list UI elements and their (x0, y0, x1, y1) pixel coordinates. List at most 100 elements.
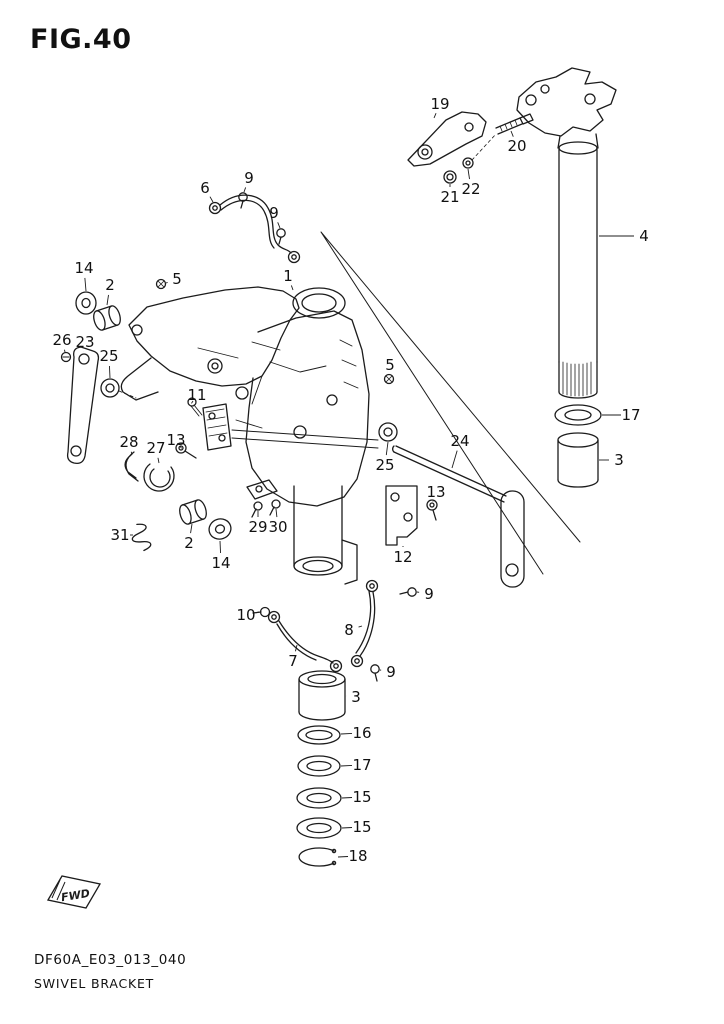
part-callout-30: 30 (268, 518, 287, 536)
leader-line (130, 451, 133, 456)
leader-line (106, 294, 109, 306)
projection-lines (320, 231, 581, 575)
part-callout-21: 21 (440, 188, 459, 206)
part-callout-4: 4 (639, 227, 649, 245)
leader-line (358, 625, 363, 628)
leader-line (275, 508, 278, 518)
part-callout-9: 9 (386, 663, 396, 681)
part-callout-7: 7 (288, 652, 298, 670)
part-callout-10: 10 (236, 606, 255, 624)
leader-line (209, 196, 214, 203)
bushing-25-left (100, 378, 137, 399)
snap-ring-18 (298, 847, 337, 867)
part-callout-17: 17 (621, 406, 640, 424)
spring-31 (131, 523, 152, 552)
leader-line (243, 187, 247, 193)
washer-14-lower (208, 518, 232, 540)
figure-caption: SWIVEL BRACKET (34, 976, 155, 991)
leader-line (109, 365, 111, 379)
ground-wire-6 (208, 192, 301, 264)
part-callout-29: 29 (248, 518, 267, 536)
strap-23 (66, 346, 100, 464)
leader-line (255, 611, 260, 614)
part-callout-16: 16 (352, 724, 371, 742)
tilt-rod-24 (392, 445, 525, 588)
figure-title: FIG.40 (30, 24, 132, 55)
leader-line (341, 797, 353, 799)
bolt-5-right (383, 373, 395, 385)
leader-line (219, 540, 221, 554)
part-callout-15: 15 (352, 788, 371, 806)
doc-code: DF60A_E03_013_040 (34, 952, 187, 968)
washer-14-upper (75, 291, 97, 315)
leader-line (290, 285, 294, 291)
bushing-3-upper (557, 432, 599, 488)
part-callout-5: 5 (172, 270, 182, 288)
leader-line (337, 856, 349, 858)
part-callout-14: 14 (74, 259, 93, 277)
ring-16 (297, 725, 341, 745)
leader-line (340, 765, 353, 767)
leader-line (190, 523, 193, 534)
part-callout-13: 13 (426, 483, 445, 501)
part-callout-13: 13 (166, 431, 185, 449)
swivel-bracket-body-1 (120, 286, 379, 585)
leader-line (63, 349, 66, 353)
leader-line (510, 130, 514, 137)
leader-line (467, 168, 470, 180)
fwd-label: FWD (60, 887, 90, 904)
bushing-2-lower (179, 499, 207, 525)
part-callout-14: 14 (211, 554, 230, 572)
part-callout-17: 17 (352, 756, 371, 774)
part-callout-18: 18 (348, 847, 367, 865)
clip-28 (124, 451, 139, 482)
leader-line (277, 222, 281, 229)
part-callout-2: 2 (184, 534, 194, 552)
part-callout-23: 23 (75, 333, 94, 351)
leader-line (157, 457, 160, 464)
bushing-2-upper (93, 305, 121, 331)
leader-line (165, 281, 168, 284)
wire-7 (267, 610, 343, 673)
wire-8 (350, 579, 379, 668)
ring-15-a (296, 787, 342, 809)
part-callout-3: 3 (351, 688, 361, 706)
clamp-27 (143, 463, 175, 492)
upper-mount-bracket-19 (407, 111, 534, 184)
fwd-flag: FWD (46, 875, 102, 909)
part-callout-25: 25 (99, 347, 118, 365)
part-callout-24: 24 (450, 432, 469, 450)
mount-plate-11-13 (175, 397, 232, 459)
leader-line (179, 445, 182, 449)
line-art (60, 67, 617, 867)
leader-line (84, 277, 87, 292)
leader-line (385, 441, 389, 456)
part-callout-9: 9 (244, 169, 254, 187)
part-callout-25: 25 (375, 456, 394, 474)
part-callout-20: 20 (507, 137, 526, 155)
bolt-9-bottom (370, 664, 380, 682)
part-callout-12: 12 (393, 548, 412, 566)
ring-15-b (296, 817, 342, 839)
part-callout-27: 27 (146, 439, 165, 457)
part-callout-1: 1 (283, 267, 293, 285)
part-callout-6: 6 (200, 179, 210, 197)
bolt-5-left (155, 278, 167, 290)
page-footer: DF60A_E03_013_040 SWIVEL BRACKET (34, 952, 186, 991)
leader-line (433, 113, 437, 119)
part-callout-3: 3 (614, 451, 624, 469)
washer-17-upper (554, 404, 602, 426)
bushing-25-right (378, 422, 398, 442)
part-callout-8: 8 (344, 621, 354, 639)
part-callout-11: 11 (187, 386, 206, 404)
screws-29-30 (246, 479, 281, 518)
part-callout-2: 2 (105, 276, 115, 294)
part-callout-5: 5 (385, 356, 395, 374)
part-callout-9: 9 (424, 585, 434, 603)
steering-shaft (516, 67, 617, 399)
bolt-13-right (426, 499, 438, 521)
part-callout-28: 28 (119, 433, 138, 451)
part-callout-9: 9 (269, 204, 279, 222)
